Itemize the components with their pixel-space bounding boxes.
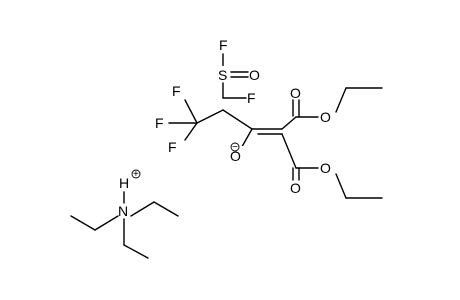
- atom-o-carbonyl-bot: O: [290, 180, 301, 196]
- cation-bonds: [70, 191, 179, 259]
- atom-o-enolate: O: [230, 148, 241, 164]
- bond-cf3-f-top: [184, 99, 198, 124]
- bond-c-c-enolate: [222, 109, 253, 130]
- bond-ch2-ch3-left: [70, 215, 96, 231]
- bond-ch2-ch3-right: [153, 201, 179, 217]
- bond-n-ch2-left: [94, 215, 119, 231]
- bond-ester-bot-o-ch2: [335, 173, 347, 199]
- bond-c-ester-bot: [281, 133, 297, 169]
- atom-n-ammonium: N: [118, 203, 128, 219]
- atom-f-cf3-bot: F: [168, 139, 177, 155]
- anion-bonds: [168, 53, 383, 199]
- atom-f-top: F: [219, 37, 228, 53]
- bond-cf3-f-bot: [184, 122, 198, 141]
- atom-sulfur: S: [218, 67, 227, 83]
- bond-n-ch2-right: [130, 201, 155, 217]
- bond-ch2-ch3-bot: [123, 244, 149, 259]
- atom-o-ester-top: O: [320, 109, 331, 125]
- atom-f-cf3-top: F: [172, 83, 181, 99]
- atom-o-ester-bot: O: [320, 160, 331, 176]
- positive-charge-ring: [131, 169, 141, 179]
- bond-c-cf3: [196, 109, 224, 124]
- atom-o-sulfonyl: O: [249, 67, 260, 83]
- atom-f-cf3-mid: F: [155, 115, 164, 131]
- atom-f-right: F: [247, 90, 256, 106]
- negative-charge-ring: [230, 142, 240, 152]
- positive-charge-sign: +: [133, 169, 139, 180]
- atom-o-carbonyl-top: O: [290, 85, 301, 101]
- atom-h-ammonium: H: [119, 175, 129, 191]
- bond-c-ester-top: [281, 116, 297, 130]
- bond-ester-top-o-ch2: [335, 87, 347, 113]
- negative-charge-sign: −: [232, 142, 238, 153]
